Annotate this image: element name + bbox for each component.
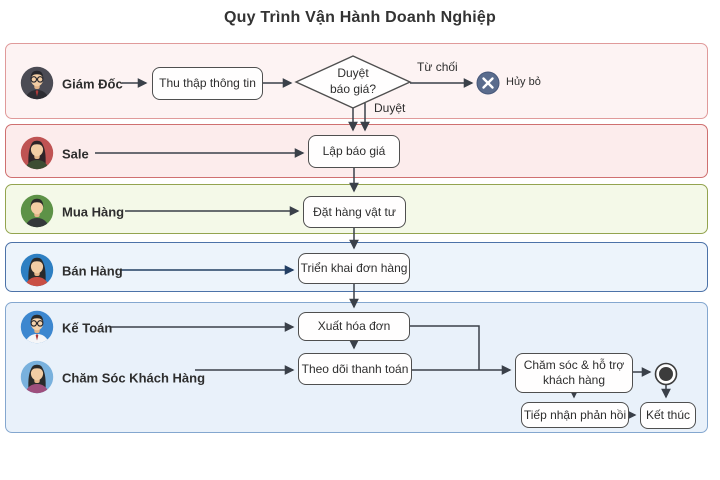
person-avatar-icon: [20, 194, 54, 228]
avatar-sale-0: [20, 136, 54, 175]
node-cham-soc-ho-tro: Chăm sóc & hỗ trợ khách hàng: [515, 353, 633, 393]
diagram-title: Quy Trình Vận Hành Doanh Nghiệp: [224, 9, 496, 26]
avatar-ban-hang-0: [20, 253, 54, 292]
avatar-ke-toan-cskh-0: [20, 310, 54, 349]
edge-label-0: Từ chối: [417, 60, 458, 74]
actor-label-ke-toan-cskh-1: Chăm Sóc Khách Hàng: [62, 370, 206, 386]
edge-label-1: Duyệt: [374, 101, 406, 115]
node-theo-doi-thanh-toan: Theo dõi thanh toán: [298, 353, 412, 385]
person-avatar-icon: [20, 253, 54, 287]
avatar-mua-hang-0: [20, 194, 54, 233]
node-thu-thap-thong-tin: Thu thập thông tin: [152, 67, 263, 100]
person-avatar-icon: [20, 66, 54, 100]
node-trien-khai-don-hang: Triển khai đơn hàng: [298, 253, 410, 284]
actor-label-giam-doc-0: Giám Đốc: [62, 76, 123, 92]
avatar-ke-toan-cskh-1: [20, 360, 54, 399]
node-tiep-nhan-phan-hoi: Tiếp nhận phản hồi: [521, 402, 629, 428]
node-lap-bao-gia: Lập báo giá: [308, 135, 400, 168]
node-xuat-hoa-don: Xuất hóa đơn: [298, 312, 410, 341]
person-avatar-icon: [20, 136, 54, 170]
actor-label-ban-hang-0: Bán Hàng: [62, 263, 123, 279]
node-dat-hang-vat-tu: Đặt hàng vật tư: [303, 196, 406, 228]
person-avatar-icon: [20, 360, 54, 394]
actor-label-sale-0: Sale: [62, 146, 89, 162]
decision-label: Duyệt báo giá?: [329, 66, 377, 96]
cancel-label: Hủy bỏ: [506, 76, 541, 88]
avatar-giam-doc-0: [20, 66, 54, 105]
person-avatar-icon: [20, 310, 54, 344]
actor-label-mua-hang-0: Mua Hàng: [62, 204, 125, 220]
actor-label-ke-toan-cskh-0: Kế Toán: [62, 320, 113, 336]
node-ket-thuc: Kết thúc: [640, 402, 696, 429]
